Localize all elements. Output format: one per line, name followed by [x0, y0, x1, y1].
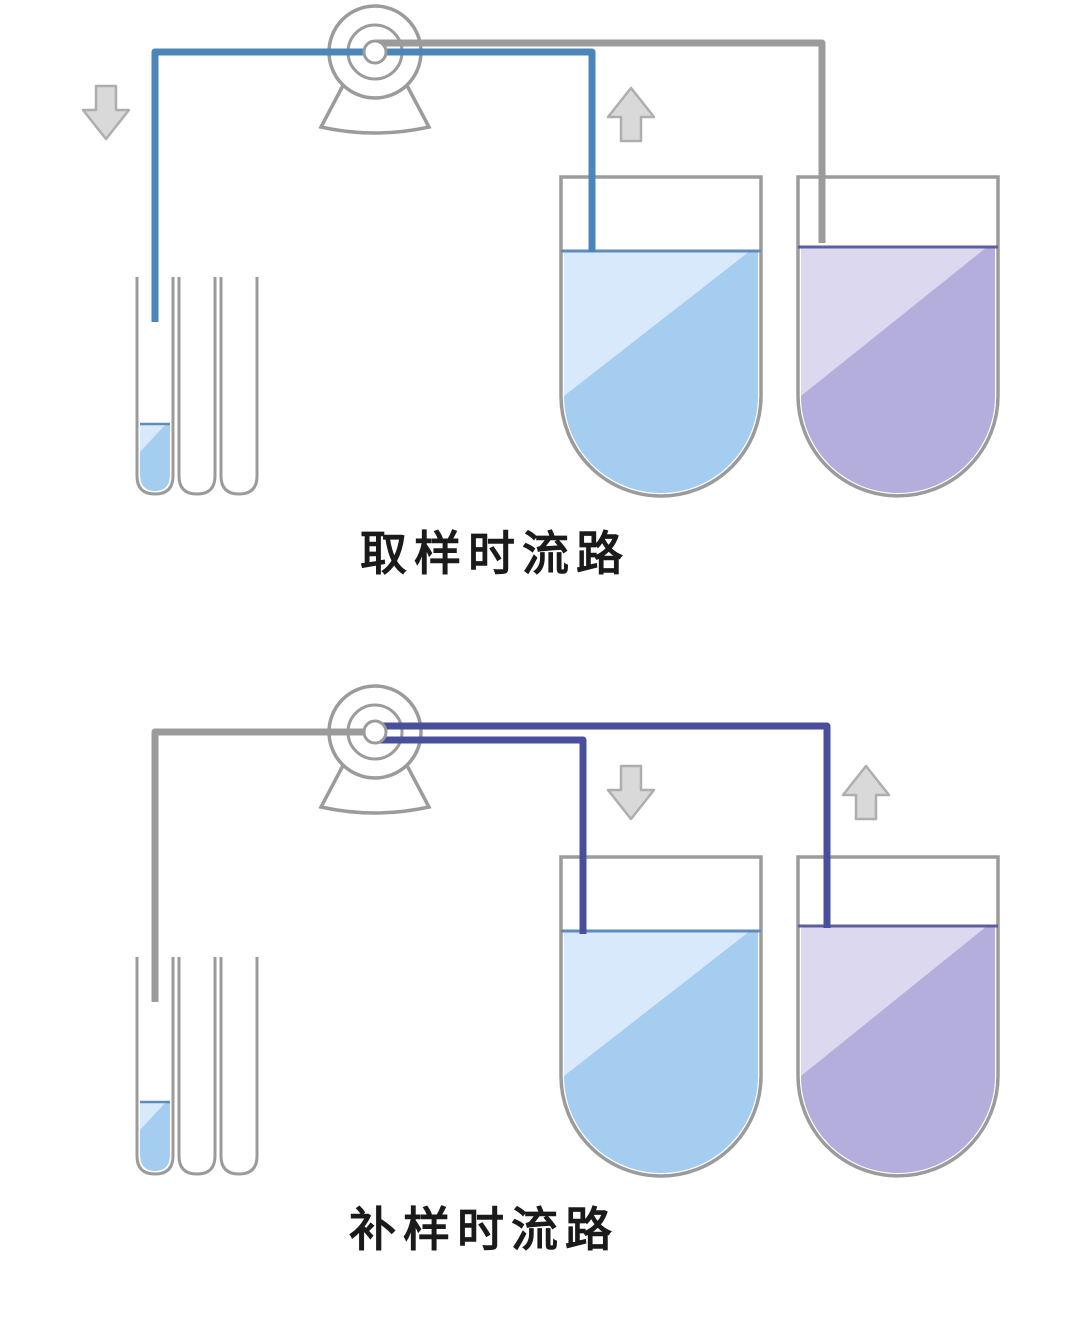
vessel-liquid-highlight	[564, 251, 750, 396]
pump-hub	[362, 719, 388, 745]
test-tube-liquid-highlight	[140, 424, 166, 452]
test-tube-liquid-highlight	[140, 1102, 166, 1130]
pump-hub	[362, 39, 388, 65]
collection-tubes	[135, 277, 259, 496]
down-arrow-icon	[81, 84, 131, 141]
pump-icon	[318, 684, 432, 815]
vessel-liquid-highlight	[801, 247, 987, 396]
replenish-tube-to-vessel	[375, 736, 587, 934]
pump-icon	[318, 4, 432, 135]
collection-tubes	[135, 957, 259, 1176]
up-arrow-icon	[841, 764, 891, 821]
pump-base	[318, 756, 432, 815]
vessel-liquid-highlight	[564, 931, 750, 1076]
test-tube	[219, 277, 259, 496]
dissolution-vessel-blue	[559, 175, 763, 498]
supply-tube-line	[151, 728, 377, 1002]
sampling-diagram	[81, 4, 1000, 498]
sampling-flow-title: 取样时流路	[360, 527, 630, 582]
replenish-diagram	[135, 684, 1000, 1178]
media-vessel-purple	[796, 855, 1000, 1178]
replenish-tube-to-media	[375, 722, 831, 928]
replenish-flow-title: 补样时流路	[349, 1203, 619, 1258]
vessel-liquid-highlight	[801, 926, 987, 1076]
return-tube-line	[377, 39, 826, 243]
test-tube	[177, 277, 217, 496]
down-arrow-icon	[606, 764, 656, 821]
dissolution-vessel-blue	[559, 855, 763, 1178]
test-tube	[219, 957, 259, 1176]
pump-base	[318, 76, 432, 135]
up-arrow-icon	[606, 86, 656, 143]
test-tube	[177, 957, 217, 1176]
media-vessel-purple	[796, 175, 1000, 498]
